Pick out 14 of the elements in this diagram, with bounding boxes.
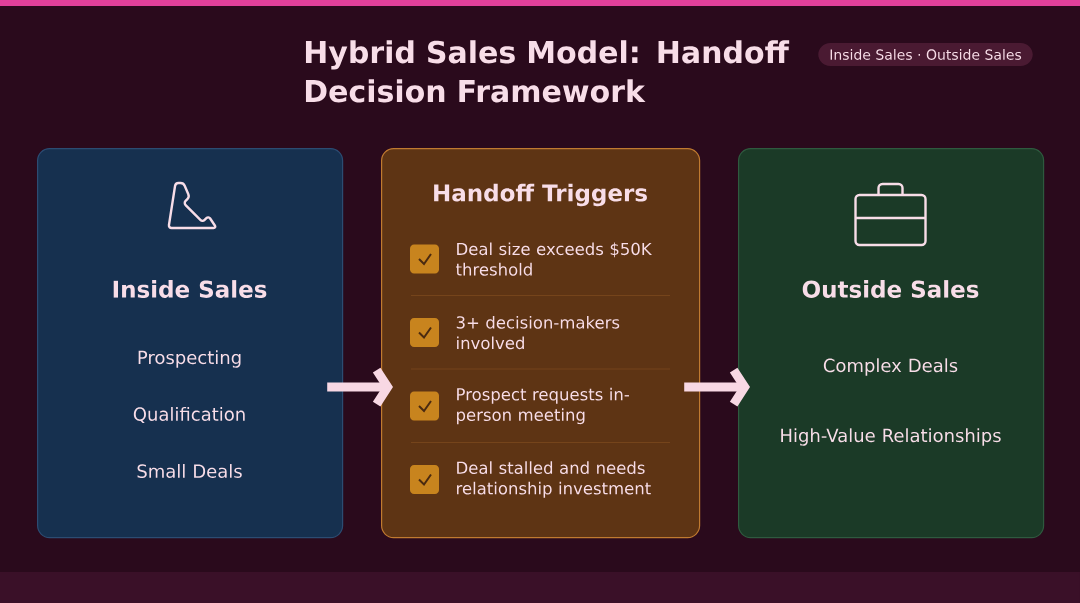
trigger-item: Deal size exceeds $50K threshold — [456, 242, 652, 276]
trigger-item: Prospect requests in-person meeting — [457, 387, 629, 425]
card-item: High-Value Relationships — [781, 428, 1001, 446]
card-heading: Inside Sales — [113, 280, 267, 298]
card-heading: Outside Sales — [802, 280, 979, 298]
card-item: Complex Deals — [823, 358, 958, 376]
trigger-item: 3+ decision-makers involved — [456, 315, 620, 350]
card-item: Qualification — [133, 407, 245, 423]
card-item: Prospecting — [138, 350, 241, 368]
trigger-item: Deal stalled and needs relationship investment — [457, 461, 651, 498]
card-item: Small Deals — [137, 464, 242, 478]
tag-pill: Inside Sales · Outside Sales — [818, 43, 1033, 66]
card-heading: Handoff Triggers — [434, 183, 647, 207]
title: Hybrid Sales Model: Handoff Decision Framework — [305, 40, 790, 103]
